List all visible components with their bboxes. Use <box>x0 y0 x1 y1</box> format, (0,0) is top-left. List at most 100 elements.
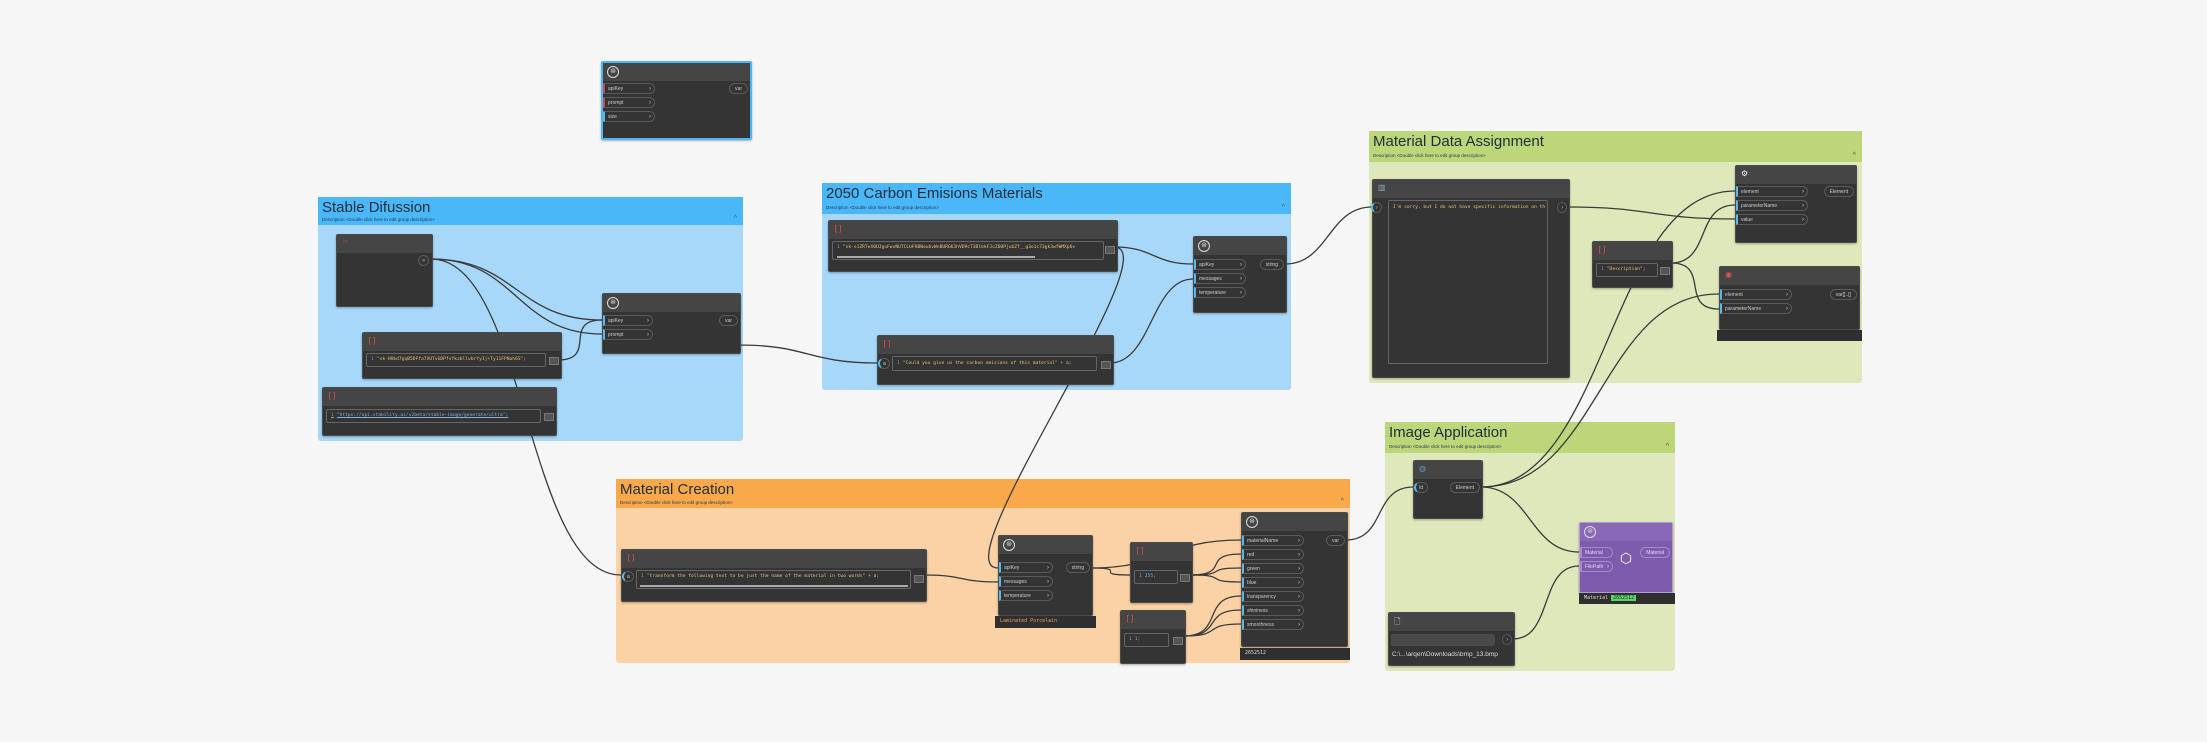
stable-diffusion-node[interactable]: ⊛ apiKey› prompt› var <box>602 293 741 354</box>
port-transparency[interactable]: transparency› <box>1242 591 1304 602</box>
code-block-url[interactable]: [ ] 1"https://api.stability.ai/v2beta/st… <box>322 387 557 436</box>
code-editor[interactable]: 1"sk-s1ZRTeX0UJguFwvNUTCLbFKBWoubvWnBURG… <box>832 241 1104 260</box>
horizontal-scrollbar[interactable] <box>640 585 908 587</box>
group-header[interactable]: Material Data Assignment Description <Do… <box>1369 131 1862 162</box>
input-a[interactable]: a <box>878 358 890 369</box>
collapse-icon[interactable]: ^ <box>1665 443 1669 450</box>
watch-node[interactable]: ▥ › I'm sorry, but I do not have specifi… <box>1371 179 1570 378</box>
port-messages[interactable]: messages› <box>1194 273 1246 284</box>
code-block-description[interactable]: [ ] 1"Description"; <box>1592 241 1673 288</box>
output-port[interactable] <box>1101 361 1111 369</box>
port-id[interactable]: Id <box>1414 482 1428 493</box>
port-temperature[interactable]: temperature› <box>999 590 1053 601</box>
output-port[interactable] <box>544 413 554 421</box>
file-path-node[interactable]: 🗋 › C:\...\arqen\Downloads\bmp_13.bmp <box>1388 612 1515 666</box>
input-a[interactable]: a <box>622 571 634 582</box>
group-header[interactable]: Material Creation Description <Double cl… <box>616 479 1350 508</box>
output-port[interactable]: › <box>1557 202 1567 213</box>
group-description[interactable]: Description <Double click here to edit g… <box>826 205 939 210</box>
port-apikey[interactable]: apiKey› <box>1194 259 1246 270</box>
group-header[interactable]: Image Application Description <Double cl… <box>1385 422 1675 453</box>
watch-output-text[interactable]: I'm sorry, but I do not have specific in… <box>1388 200 1548 364</box>
code-editor[interactable]: 1"Could you give us the carbon emisions … <box>892 356 1097 371</box>
code-block-transform[interactable]: [ ] a 1"transform the following text to … <box>621 549 927 602</box>
output-element[interactable]: Element <box>1449 482 1480 493</box>
chatgpt-node-carbon[interactable]: ⊛ apiKey› messages› temperature› string <box>1193 236 1287 313</box>
group-description[interactable]: Description <Double click here to edit g… <box>620 500 733 505</box>
output-var[interactable]: var <box>719 315 738 326</box>
port-smoothness[interactable]: smoothness› <box>1242 619 1304 630</box>
browse-field[interactable] <box>1391 634 1495 646</box>
group-header[interactable]: 2050 Carbon Emisions Materials Descripti… <box>822 183 1291 214</box>
package-icon: ⊛ <box>607 66 619 78</box>
code-block-question[interactable]: [ ] a 1"Could you give us the carbon emi… <box>877 335 1114 385</box>
element-by-id-node[interactable]: ◍ Id Element <box>1413 460 1483 519</box>
output-port[interactable]: > <box>418 255 429 266</box>
code-block-openai-key[interactable]: [ ] 1"sk-s1ZRTeX0UJguFwvNUTCLbFKBWoubvWn… <box>828 220 1118 272</box>
get-parameter-node[interactable]: ◉ element› parameterName› var[]..[] <box>1719 266 1860 330</box>
port-prompt[interactable]: prompt› <box>603 329 653 340</box>
port-green[interactable]: green› <box>1242 563 1304 574</box>
port-filepath[interactable]: FilePath› <box>1580 561 1613 572</box>
port-shininess[interactable]: shininess› <box>1242 605 1304 616</box>
texture-material-node[interactable]: ⊛ Material FilePath› ⬡ Material <box>1579 522 1673 593</box>
output-string[interactable]: string <box>1259 259 1284 270</box>
code-editor[interactable]: 1"transform the following text to be jus… <box>636 570 911 589</box>
output-port[interactable] <box>1173 637 1183 645</box>
output-var[interactable]: var <box>729 83 748 94</box>
port-element[interactable]: element› <box>1720 289 1792 300</box>
port-value[interactable]: value› <box>1736 214 1808 225</box>
group-description[interactable]: Description <Double click here to edit g… <box>1389 444 1502 449</box>
horizontal-scrollbar[interactable] <box>837 256 1035 258</box>
output-var[interactable]: var[]..[] <box>1829 289 1857 300</box>
output-var[interactable]: var <box>1326 535 1345 546</box>
output-element[interactable]: Element <box>1823 186 1854 197</box>
connector-wire[interactable] <box>1284 206 1373 265</box>
set-parameter-node[interactable]: ⚙ element› parameterName› value› Element <box>1735 165 1857 243</box>
port-apikey[interactable]: apiKey› <box>999 562 1053 573</box>
port-temperature[interactable]: temperature› <box>1194 287 1246 298</box>
collapse-icon[interactable]: ^ <box>733 215 737 222</box>
collapse-icon[interactable]: ^ <box>1281 204 1285 211</box>
port-parameter-name[interactable]: parameterName› <box>1736 200 1808 211</box>
collapse-icon[interactable]: ^ <box>1852 152 1856 159</box>
port-size[interactable]: size› <box>603 111 655 122</box>
port-element[interactable]: element› <box>1736 186 1808 197</box>
code-editor[interactable]: 1"https://api.stability.ai/v2beta/stable… <box>326 409 541 423</box>
port-blue[interactable]: blue› <box>1242 577 1304 588</box>
output-port[interactable] <box>1660 267 1670 275</box>
code-block-api-key[interactable]: [ ] 1"sk-HHbd7gqB5DFfa7XUTvGDPfvYkzbllvb… <box>362 332 562 379</box>
port-apikey[interactable]: apiKey› <box>603 83 655 94</box>
output-port[interactable] <box>1105 246 1115 254</box>
output-port[interactable] <box>914 575 924 583</box>
collapse-icon[interactable]: ^ <box>1340 498 1344 505</box>
output-port[interactable] <box>1180 574 1190 582</box>
code-editor[interactable]: 1"sk-HHbd7gqB5DFfa7XUTvGDPfvYkzbllvbrYyI… <box>366 353 546 367</box>
code-editor[interactable]: 1"Description"; <box>1596 263 1658 277</box>
stable-diffusion-node-floating[interactable]: ⊛ apiKey› prompt› size› var <box>601 61 752 140</box>
output-port[interactable] <box>549 357 559 365</box>
port-material[interactable]: Material <box>1580 547 1613 558</box>
port-messages[interactable]: messages› <box>999 576 1053 587</box>
group-description[interactable]: Description <Double click here to edit g… <box>1373 153 1486 158</box>
group-description[interactable]: Description <Double click here to edit g… <box>322 217 435 222</box>
port-prompt[interactable]: prompt› <box>603 97 655 108</box>
port-apikey[interactable]: apiKey› <box>603 315 653 326</box>
chatgpt-node-material[interactable]: ⊛ apiKey› messages› temperature› string <box>998 535 1093 616</box>
port-parameter-name[interactable]: parameterName› <box>1720 303 1792 314</box>
port-red[interactable]: red› <box>1242 549 1304 560</box>
output-material[interactable]: Material <box>1640 547 1670 558</box>
input-node[interactable]: ▭ > <box>336 234 433 307</box>
output-port[interactable]: › <box>1502 634 1512 645</box>
output-string[interactable]: string <box>1065 562 1090 573</box>
create-material-node[interactable]: ⊛ materialName› red› green› blue› transp… <box>1241 512 1348 647</box>
input-port[interactable]: › <box>1371 202 1382 213</box>
group-header[interactable]: Stable Difussion Description <Double cli… <box>318 197 743 225</box>
material-result-preview: 2652512 <box>1240 648 1350 660</box>
port-material-name[interactable]: materialName› <box>1242 535 1304 546</box>
